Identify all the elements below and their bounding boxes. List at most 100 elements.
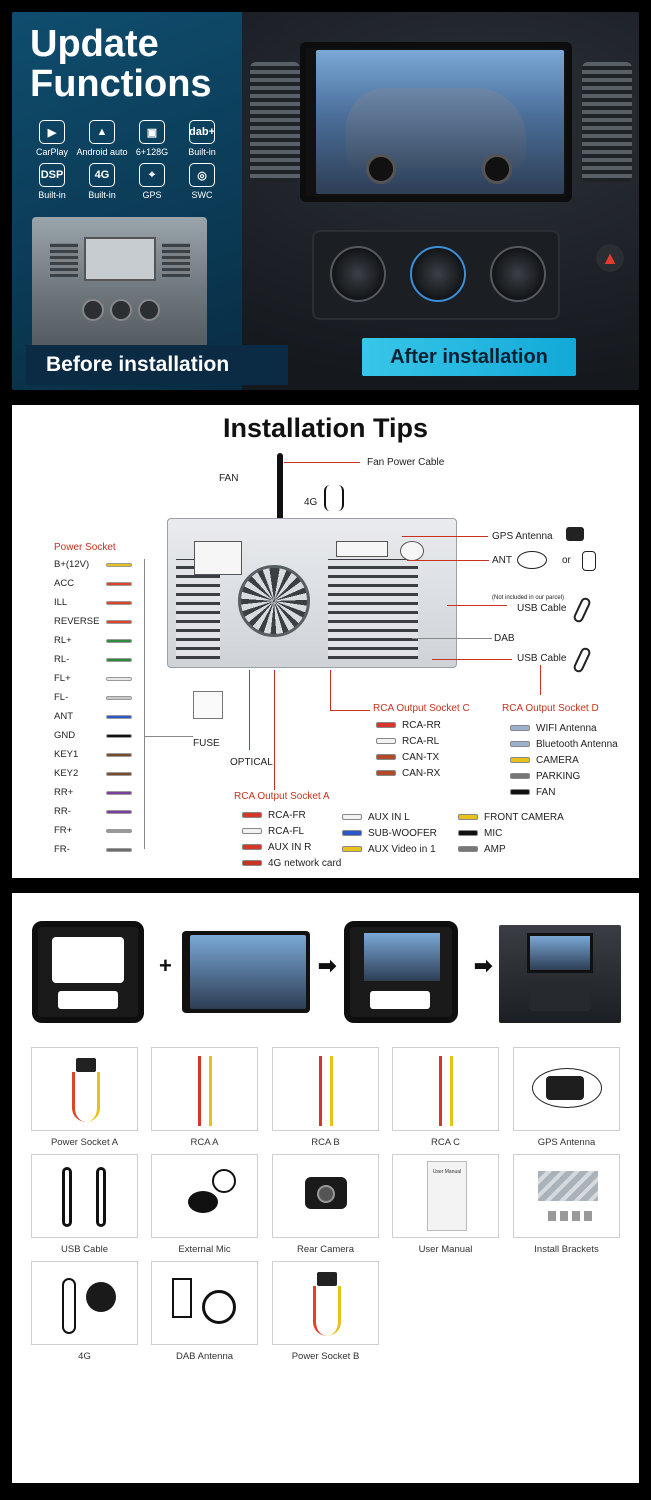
screen-display (316, 50, 564, 194)
fan-power-cable (277, 453, 283, 548)
rca-item: PARKING (510, 768, 618, 784)
rca-c-list: RCA-RR RCA-RL CAN-TX CAN-RX (376, 717, 441, 781)
rca-plug-icon (510, 757, 530, 763)
rca-c-heading: RCA Output Socket C (373, 703, 470, 714)
wire-name: FL- (54, 692, 69, 703)
before-installation-photo (32, 217, 207, 362)
not-included-note: (Not included in our parcel) (492, 595, 565, 601)
manual-cover-title: User Manual (432, 1169, 462, 1175)
package-item: External Mic (151, 1154, 258, 1255)
gps-line (402, 536, 488, 537)
feature-item: DSP Built-in (28, 163, 76, 200)
rca-plug-icon (242, 812, 262, 818)
feature-label: GPS (142, 190, 162, 200)
rca-d-line (540, 665, 541, 695)
usb-cable-2-icon (571, 646, 593, 674)
package-item-label: 4G (78, 1351, 91, 1362)
rca-item: AMP (458, 841, 564, 857)
rca-item-label: PARKING (536, 770, 581, 782)
4g-icon: 4G (89, 163, 115, 187)
package-item: Power Socket B (272, 1261, 379, 1362)
rca-plug-icon (458, 830, 478, 836)
heat-grill (328, 559, 418, 659)
rca-plug-icon (342, 814, 362, 820)
gps-antenna-label: GPS Antenna (492, 531, 553, 542)
rca-plug-icon (242, 844, 262, 850)
fuse-icon (193, 691, 223, 719)
wire-item: FR- (54, 842, 142, 861)
rca-c-line (330, 670, 331, 710)
steering-wheel-icon: ◎ (189, 163, 215, 187)
package-item-label: Rear Camera (296, 1244, 355, 1255)
before-installation-label: Before installation (26, 345, 288, 385)
usb-cable-1-icon (571, 596, 593, 624)
4g-label: 4G (304, 497, 318, 508)
rca-item-label: FRONT CAMERA (484, 811, 564, 823)
rca-item: AUX Video in 1 (342, 841, 437, 857)
package-item-label: RCA B (311, 1137, 340, 1148)
rca-plug-icon (510, 789, 530, 795)
head-unit-screen (300, 42, 572, 202)
optical-label: OPTICAL (230, 757, 273, 768)
usb-cable-icon (31, 1154, 138, 1238)
rca-a-line (274, 670, 275, 790)
rca-item-label: FAN (536, 786, 556, 798)
wire-name: REVERSE (54, 616, 100, 627)
gps-antenna-icon (513, 1047, 620, 1131)
optical-line (249, 670, 250, 750)
package-item-label: Power Socket A (50, 1137, 119, 1148)
wire-color-swatch (106, 829, 132, 833)
wire-color-swatch (106, 601, 132, 605)
rca-item: SUB-WOOFER (342, 825, 437, 841)
rca-item: CAMERA (510, 752, 618, 768)
package-item-label: Install Brackets (534, 1244, 599, 1255)
package-item: USB Cable (31, 1154, 138, 1255)
wire-item: FR+ (54, 823, 142, 842)
after-installation-label: After installation (362, 338, 576, 376)
fan-cable-line (284, 462, 360, 463)
hero-banner: ▲ Update Functions ▶ CarPlay▲ Android au… (12, 12, 639, 390)
rca-item: CAN-TX (376, 749, 441, 765)
wire-name: FR+ (54, 825, 73, 836)
rca-item-label: RCA-RL (402, 735, 440, 747)
wire-item: FL- (54, 690, 142, 709)
wire-name: B+(12V) (54, 559, 90, 570)
head-unit-rear (167, 518, 457, 668)
microphone-icon (151, 1154, 258, 1238)
manual-icon: User Manual (392, 1154, 499, 1238)
rca-plug-icon (376, 754, 396, 760)
old-knob (82, 299, 104, 321)
package-item: Rear Camera (272, 1154, 379, 1255)
rca-item: WIFI Antenna (510, 720, 618, 736)
rca-plug-icon (510, 725, 530, 731)
wire-name: RL+ (54, 635, 72, 646)
rca-item: 4G network card (242, 855, 341, 871)
rca-plug-icon (510, 741, 530, 747)
wire-name: RL- (54, 654, 70, 665)
wire-bracket (144, 559, 145, 849)
installation-tips-panel: Installation Tips Fan Power Cable FAN 4G… (12, 405, 639, 878)
feature-label: 6+128G (135, 147, 169, 157)
gps-icon: ⌖ (139, 163, 165, 187)
rca-item-label: AUX IN L (368, 811, 410, 823)
wire-name: FL+ (54, 673, 71, 684)
feature-label: Android auto (76, 147, 128, 157)
wheel-rear (482, 154, 512, 184)
wire-item: ACC (54, 576, 142, 595)
rca-plug-icon (376, 722, 396, 728)
dsp-icon: DSP (39, 163, 65, 187)
banner-title: Update Functions (30, 24, 212, 104)
wire-name: ANT (54, 711, 73, 722)
wire-color-swatch (106, 772, 132, 776)
feature-item: ▲ Android auto (76, 120, 128, 157)
package-item: 4G (31, 1261, 138, 1362)
package-item-label: GPS Antenna (537, 1137, 596, 1148)
wire-item: GND (54, 728, 142, 747)
rca-item: CAN-RX (376, 765, 441, 781)
wire-color-swatch (106, 639, 132, 643)
arrow-icon: ➡ (474, 953, 493, 978)
features-panel: Update Functions ▶ CarPlay▲ Android auto… (12, 12, 242, 390)
usb2-line (432, 659, 512, 660)
wire-color-swatch (106, 791, 132, 795)
wire-name: KEY1 (54, 749, 79, 760)
